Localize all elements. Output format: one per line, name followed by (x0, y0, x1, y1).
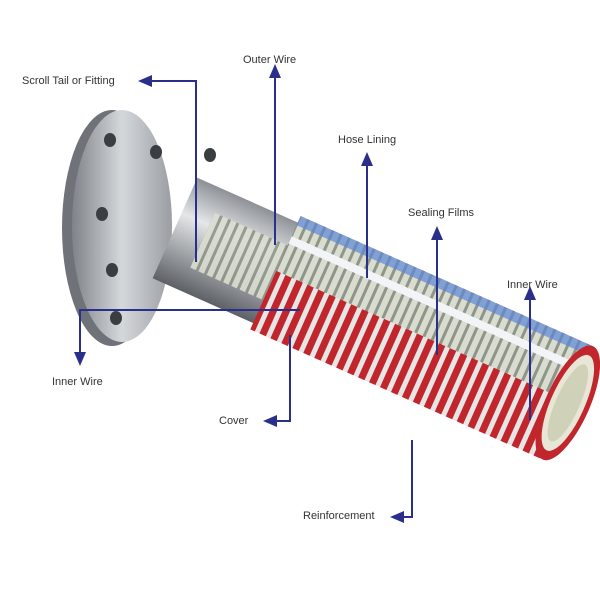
label-hose-lining: Hose Lining (338, 134, 397, 146)
label-cover: Cover (219, 415, 249, 427)
arrowheads (74, 64, 536, 523)
hose-body (152, 177, 600, 461)
bolt-holes (96, 133, 216, 325)
flange-fitting (62, 110, 216, 346)
label-scroll-tail: Scroll Tail or Fitting (22, 75, 115, 87)
label-inner-wire-left: Inner Wire (52, 376, 103, 388)
label-inner-wire-right: Inner Wire (507, 279, 558, 291)
label-sealing-films: Sealing Films (408, 207, 475, 219)
label-outer-wire: Outer Wire (243, 54, 297, 66)
leader-lines (79, 78, 531, 518)
label-reinforcement: Reinforcement (303, 510, 375, 522)
